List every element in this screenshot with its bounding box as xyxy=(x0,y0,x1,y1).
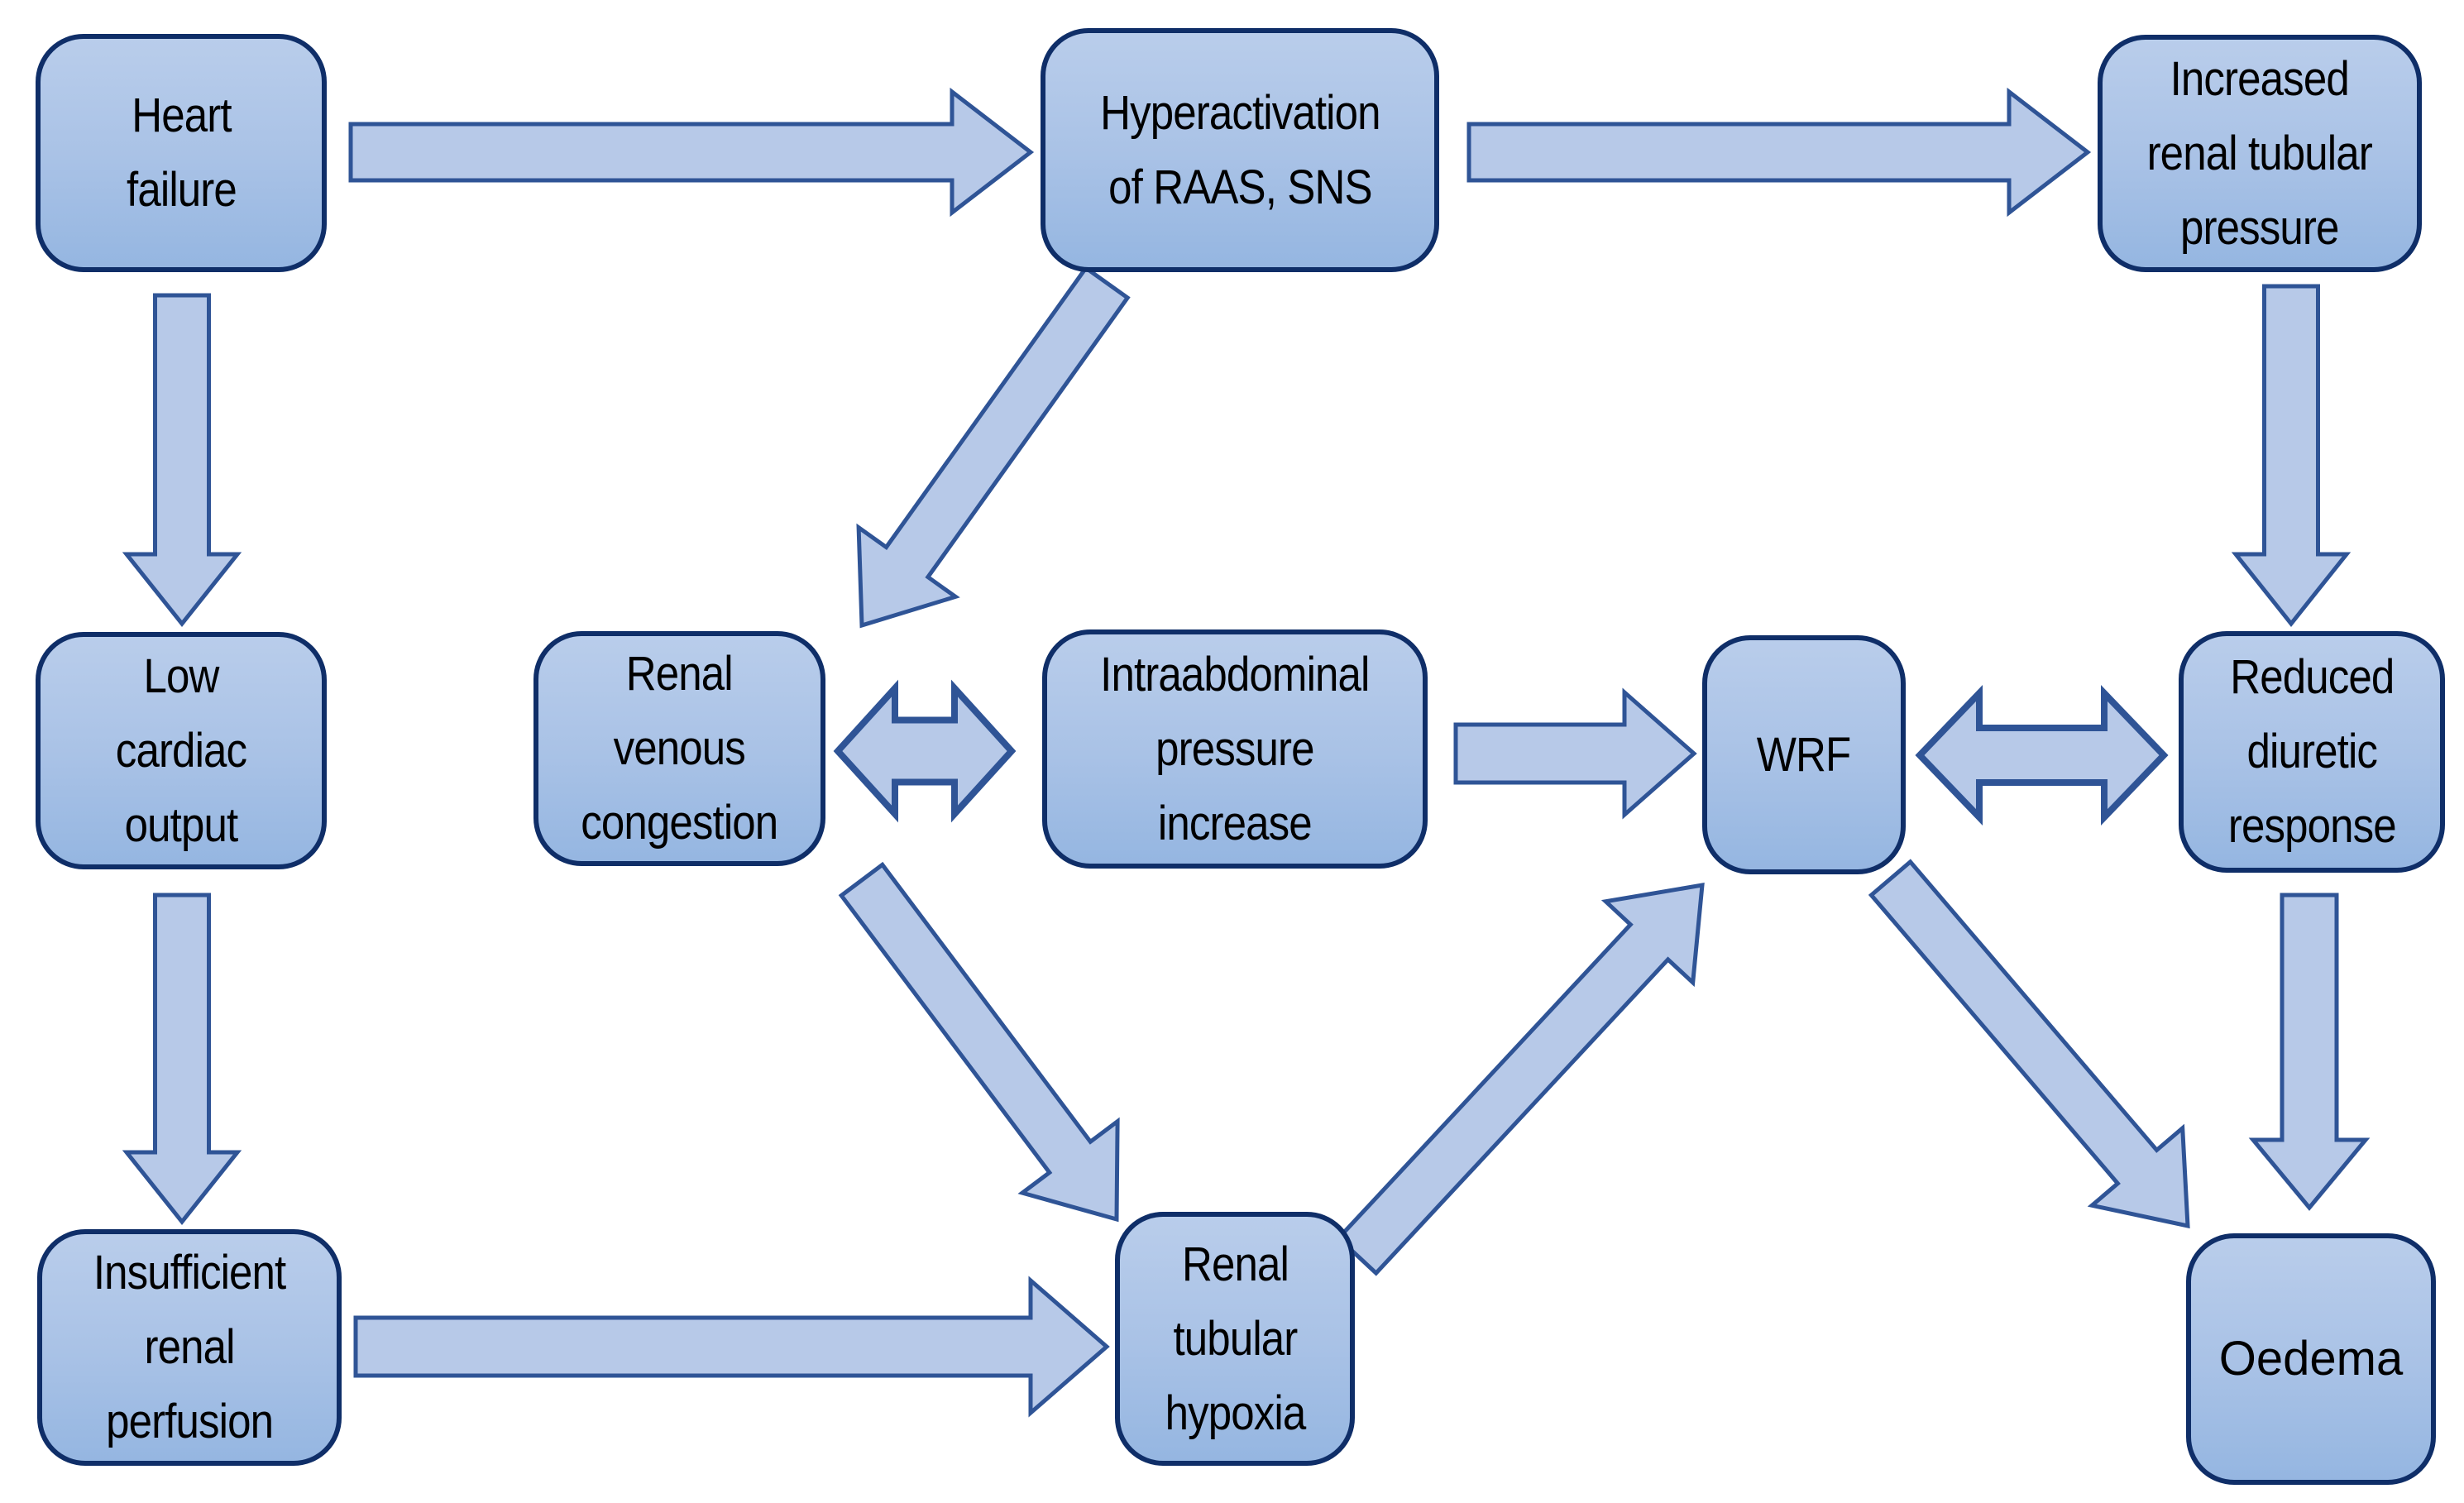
arrow-wrf-to-oed xyxy=(1868,859,2190,1229)
node-intraabdominal-pressure-increase: Intraabdominal pressure increase xyxy=(1042,629,1428,869)
arrow-wrf-and-rdr xyxy=(1915,685,2169,826)
node-renal-venous-congestion-label: Renal venous congestion xyxy=(581,647,778,850)
node-intraabdominal-pressure-increase-label: Intraabdominal pressure increase xyxy=(1100,647,1370,850)
node-increased-renal-tubular-pressure-label: Increased renal tubular pressure xyxy=(2146,51,2373,255)
arrow-irp-to-rth xyxy=(353,1276,1110,1418)
node-reduced-diuretic-response-label: Reduced diuretic response xyxy=(2227,650,2397,853)
node-oedema: Oedema xyxy=(2186,1233,2436,1485)
arrow-hf-to-hyper xyxy=(348,87,1035,218)
node-hyperactivation-raas-sns: Hyperactivation of RAAS, SNS xyxy=(1041,28,1439,272)
arrow-hyper-to-rvc xyxy=(856,265,1131,629)
node-heart-failure-label: Heart failure xyxy=(126,89,237,217)
node-renal-venous-congestion: Renal venous congestion xyxy=(533,631,825,866)
node-wrf-label: WRF xyxy=(1757,727,1851,782)
arrow-rth-to-wrf xyxy=(1335,882,1705,1276)
node-heart-failure: Heart failure xyxy=(36,34,327,272)
node-reduced-diuretic-response: Reduced diuretic response xyxy=(2179,631,2445,873)
arrow-hf-to-lco xyxy=(122,293,242,628)
node-low-cardiac-output: Low cardiac output xyxy=(36,632,327,869)
node-renal-tubular-hypoxia-label: Renal tubular hypoxia xyxy=(1165,1237,1306,1440)
arrow-irtp-to-rdr xyxy=(2231,284,2352,628)
node-low-cardiac-output-label: Low cardiac output xyxy=(115,649,247,852)
node-insufficient-renal-perfusion: Insufficient renal perfusion xyxy=(37,1229,342,1466)
arrow-hyper-to-irtp xyxy=(1466,87,2092,218)
node-wrf: WRF xyxy=(1702,635,1906,874)
arrow-lco-to-irp xyxy=(122,893,242,1226)
arrow-rvc-and-ipi xyxy=(833,679,1017,823)
node-increased-renal-tubular-pressure: Increased renal tubular pressure xyxy=(2098,35,2422,272)
node-oedema-label: Oedema xyxy=(2218,1332,2404,1386)
node-renal-tubular-hypoxia: Renal tubular hypoxia xyxy=(1115,1212,1355,1466)
node-hyperactivation-raas-sns-label: Hyperactivation of RAAS, SNS xyxy=(1099,85,1380,214)
node-insufficient-renal-perfusion-label: Insufficient renal perfusion xyxy=(93,1246,286,1448)
arrow-ipi-to-wrf xyxy=(1453,687,1697,820)
arrow-rdr-to-oed xyxy=(2248,893,2371,1211)
arrow-rvc-to-rth xyxy=(838,861,1120,1223)
